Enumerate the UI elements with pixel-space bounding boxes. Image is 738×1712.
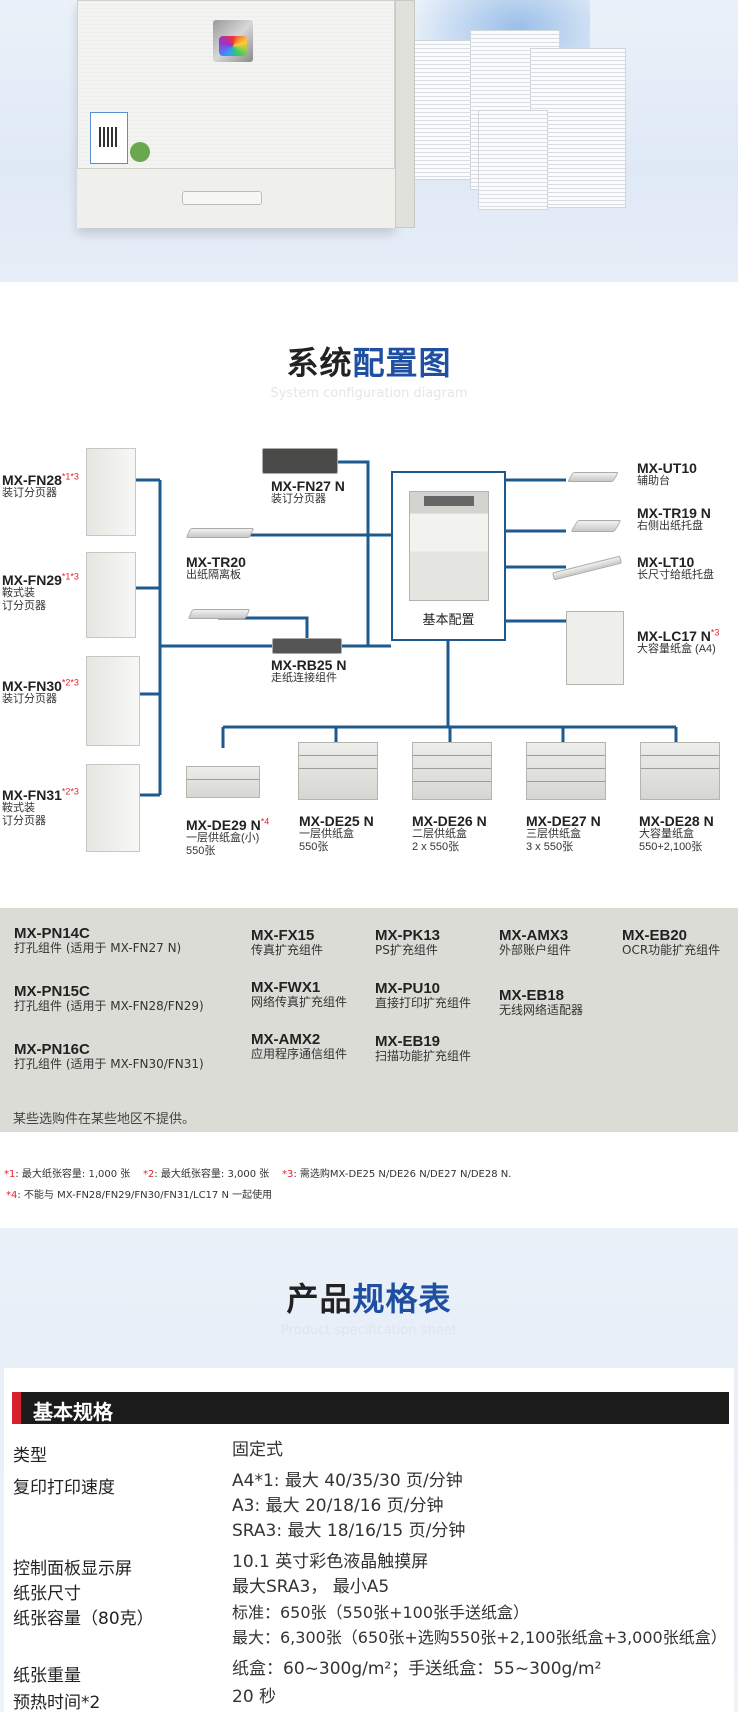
spec-label-display: 控制面板显示屏 bbox=[13, 1559, 132, 1579]
spec-value-paper-size: 最大SRA3， 最小A5 bbox=[232, 1577, 390, 1597]
spec-value-capacity: 标准：650张（550张+100张手送纸盒） 最大：6,300张（650张+选购… bbox=[232, 1603, 727, 1647]
finisher-fn27-image bbox=[262, 448, 338, 474]
spec-subtitle: Product specification sheet bbox=[281, 1323, 457, 1338]
option-de26n: MX-DE26 N 二层供纸盒 2 x 550张 bbox=[412, 813, 487, 853]
spec-value-speed: A4*1: 最大 40/35/30 页/分钟 A3: 最大 20/18/16 页… bbox=[232, 1471, 466, 1541]
spec-value-type: 固定式 bbox=[232, 1440, 283, 1460]
spec-value-display: 10.1 英寸彩色液晶触摸屏 bbox=[232, 1552, 429, 1572]
option-tr19n: MX-TR19 N 右侧出纸托盘 bbox=[637, 505, 711, 532]
finisher-image bbox=[86, 552, 136, 638]
spec-card bbox=[4, 1368, 734, 1712]
de27n-image bbox=[526, 742, 606, 800]
option-fn31: MX-FN31*2*3 鞍式装 订分页器 bbox=[2, 786, 79, 827]
option-tr20: MX-TR20 出纸隔离板 bbox=[186, 554, 246, 581]
footnote-row-1: *1: 最大纸张容量: 1,000 张 *2: 最大纸张容量: 3,000 张 … bbox=[4, 1169, 512, 1180]
option-de28n: MX-DE28 N 大容量纸盒 550+2,100张 bbox=[639, 813, 714, 853]
printer-drawer bbox=[77, 168, 395, 228]
ut10-image bbox=[567, 472, 619, 482]
option-de29n: MX-DE29 N*4 一层供纸盒(小) 550张 bbox=[186, 816, 270, 857]
brand-logo bbox=[213, 20, 253, 62]
option-rb25n: MX-RB25 N 走纸连接组件 bbox=[271, 657, 347, 684]
spec-title: 产品规格表 bbox=[286, 1280, 452, 1318]
mfp-image bbox=[409, 491, 489, 601]
de28n-image bbox=[640, 742, 720, 800]
option-fn28: MX-FN28*1*3 装订分页器 bbox=[2, 471, 79, 499]
config-subtitle: System configuration diagram bbox=[270, 386, 468, 401]
option-lc17n: MX-LC17 N*3 大容量纸盒 (A4) bbox=[637, 627, 720, 655]
availability-note: 某些选购件在某些地区不提供。 bbox=[13, 1112, 196, 1127]
option-fn27n: MX-FN27 N 装订分页器 bbox=[271, 478, 345, 505]
finisher-image bbox=[86, 764, 140, 852]
printer-side bbox=[395, 0, 415, 228]
de25n-image bbox=[298, 742, 378, 800]
tr19n-image bbox=[570, 520, 622, 532]
config-title: 系统配置图 bbox=[286, 344, 452, 382]
energy-label bbox=[90, 112, 128, 164]
tray-tr20-image bbox=[185, 528, 255, 538]
option-fn30: MX-FN30*2*3 装订分页器 bbox=[2, 677, 79, 705]
spec-label-speed: 复印打印速度 bbox=[13, 1478, 115, 1498]
de26n-image bbox=[412, 742, 492, 800]
spec-value-warmup: 20 秒 bbox=[232, 1687, 277, 1707]
spec-label-weight: 纸张重量 bbox=[13, 1666, 81, 1686]
finisher-image bbox=[86, 448, 136, 536]
spec-label-type: 类型 bbox=[13, 1446, 47, 1466]
option-fn29: MX-FN29*1*3 鞍式装 订分页器 bbox=[2, 571, 79, 612]
option-de25n: MX-DE25 N 一层供纸盒 550张 bbox=[299, 813, 374, 853]
green-seal-icon bbox=[130, 142, 150, 162]
paper-stack bbox=[478, 110, 548, 210]
spec-section-header: 基本规格 bbox=[12, 1392, 729, 1424]
rb25-image bbox=[272, 638, 342, 654]
drawer-handle bbox=[182, 191, 262, 205]
spec-label-paper-size: 纸张尺寸 bbox=[13, 1584, 81, 1604]
hero-banner bbox=[0, 0, 738, 282]
tray-shape-image bbox=[187, 609, 251, 619]
footnote-row-2: *4: 不能与 MX-FN28/FN29/FN30/FN31/LC17 N 一起… bbox=[6, 1190, 273, 1201]
de29n-image bbox=[186, 766, 260, 798]
option-ut10: MX-UT10 辅助台 bbox=[637, 460, 697, 487]
spec-value-weight: 纸盒：60~300g/m²；手送纸盒：55~300g/m² bbox=[232, 1659, 602, 1679]
option-de27n: MX-DE27 N 三层供纸盒 3 x 550张 bbox=[526, 813, 601, 853]
spec-label-warmup: 预热时间*2 bbox=[13, 1693, 101, 1712]
finisher-image bbox=[86, 656, 140, 746]
base-configuration-box: 基本配置 bbox=[391, 471, 506, 641]
option-lt10: MX-LT10 长尺寸给纸托盘 bbox=[637, 554, 714, 581]
lc17n-image bbox=[566, 611, 624, 685]
base-configuration-label: 基本配置 bbox=[422, 613, 475, 628]
spec-label-capacity: 纸张容量（80克） bbox=[13, 1609, 154, 1629]
